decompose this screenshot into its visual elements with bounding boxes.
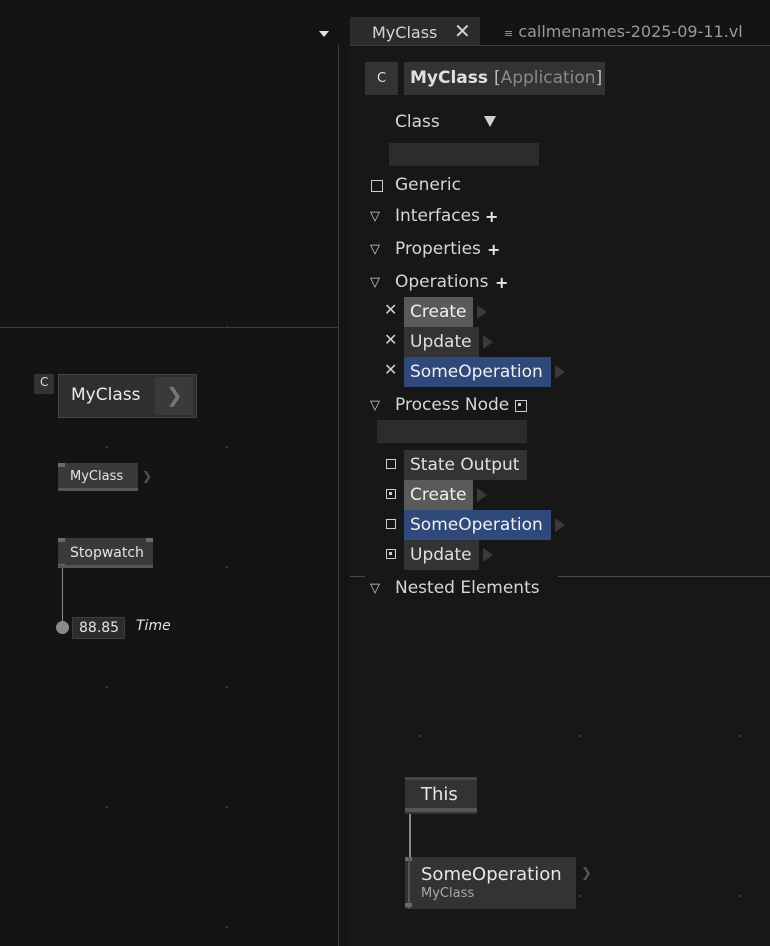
this-link xyxy=(409,814,411,860)
remove-operation-icon[interactable]: ✕ xyxy=(384,330,398,349)
process-node-field[interactable] xyxy=(377,420,527,443)
dropdown-arrow-icon[interactable] xyxy=(484,116,496,127)
collapse-triangle-icon[interactable]: ▽ xyxy=(370,398,380,413)
generic-checkbox[interactable] xyxy=(371,180,383,192)
collapse-triangle-icon[interactable]: ▽ xyxy=(370,275,380,290)
left-panel-separator xyxy=(0,327,339,328)
left-panel-divider xyxy=(338,45,339,946)
myclass-definition-node[interactable]: MyClass ❯ xyxy=(58,374,197,418)
time-value-iobox[interactable]: 88.85 xyxy=(72,617,125,639)
operation-arrow-icon xyxy=(555,518,565,532)
class-type-badge[interactable]: C xyxy=(365,62,398,95)
collapse-triangle-icon[interactable]: ▽ xyxy=(370,581,380,596)
remove-operation-icon[interactable]: ✕ xyxy=(384,360,398,379)
process-someoperation[interactable]: SomeOperation xyxy=(404,510,551,540)
operation-arrow-icon xyxy=(477,305,487,319)
this-node[interactable]: This xyxy=(405,777,477,814)
process-state-output[interactable]: State Output xyxy=(404,450,527,480)
add-operation-icon[interactable]: + xyxy=(495,273,509,292)
open-class-button[interactable]: ❯ xyxy=(155,377,193,415)
state-output-checkbox[interactable] xyxy=(386,459,396,469)
process-create[interactable]: Create xyxy=(404,480,473,510)
collapse-triangle-icon[interactable]: ▽ xyxy=(370,209,380,224)
myclass-instance-node[interactable]: MyClass xyxy=(58,463,138,491)
chevron-right-icon: ❯ xyxy=(166,383,183,407)
process-create-checkbox[interactable] xyxy=(386,489,396,499)
add-interface-icon[interactable]: + xyxy=(485,207,499,226)
collapse-triangle-icon[interactable]: ▽ xyxy=(370,242,380,257)
class-name-header[interactable]: MyClass [Application] xyxy=(404,62,605,95)
tab-dropdown-icon[interactable] xyxy=(319,31,329,37)
operation-arrow-icon xyxy=(555,365,565,379)
process-update-checkbox[interactable] xyxy=(386,549,396,559)
close-tab-icon[interactable]: ✕ xyxy=(454,19,471,43)
chevron-right-icon: ❯ xyxy=(142,469,153,483)
operation-someoperation[interactable]: SomeOperation xyxy=(404,357,551,387)
kind-select[interactable]: Class xyxy=(395,112,440,132)
class-name-field[interactable] xyxy=(389,143,539,166)
operation-arrow-icon xyxy=(483,548,493,562)
process-someoperation-checkbox[interactable] xyxy=(386,519,396,529)
process-update[interactable]: Update xyxy=(404,540,479,570)
add-property-icon[interactable]: + xyxy=(487,240,501,259)
someoperation-node[interactable]: SomeOperation MyClass xyxy=(405,857,576,909)
stopwatch-node[interactable]: Stopwatch xyxy=(58,538,153,568)
panel-top-border xyxy=(350,45,770,46)
process-node-checkbox[interactable] xyxy=(515,400,527,412)
time-link xyxy=(62,568,63,626)
operation-update[interactable]: Update xyxy=(404,327,479,357)
operation-arrow-icon xyxy=(483,335,493,349)
time-pin[interactable] xyxy=(56,621,69,634)
tab-document[interactable]: ≡ callmenames-2025-09-11.vl xyxy=(504,22,743,41)
document-icon: ≡ xyxy=(504,27,514,40)
operation-arrow-icon xyxy=(477,488,487,502)
class-type-badge[interactable]: C xyxy=(34,374,54,394)
chevron-right-icon: ❯ xyxy=(581,866,592,881)
tab-myclass[interactable]: MyClass ✕ xyxy=(350,17,480,45)
remove-operation-icon[interactable]: ✕ xyxy=(384,300,398,319)
time-label: Time xyxy=(136,618,171,634)
operation-create[interactable]: Create xyxy=(404,297,473,327)
